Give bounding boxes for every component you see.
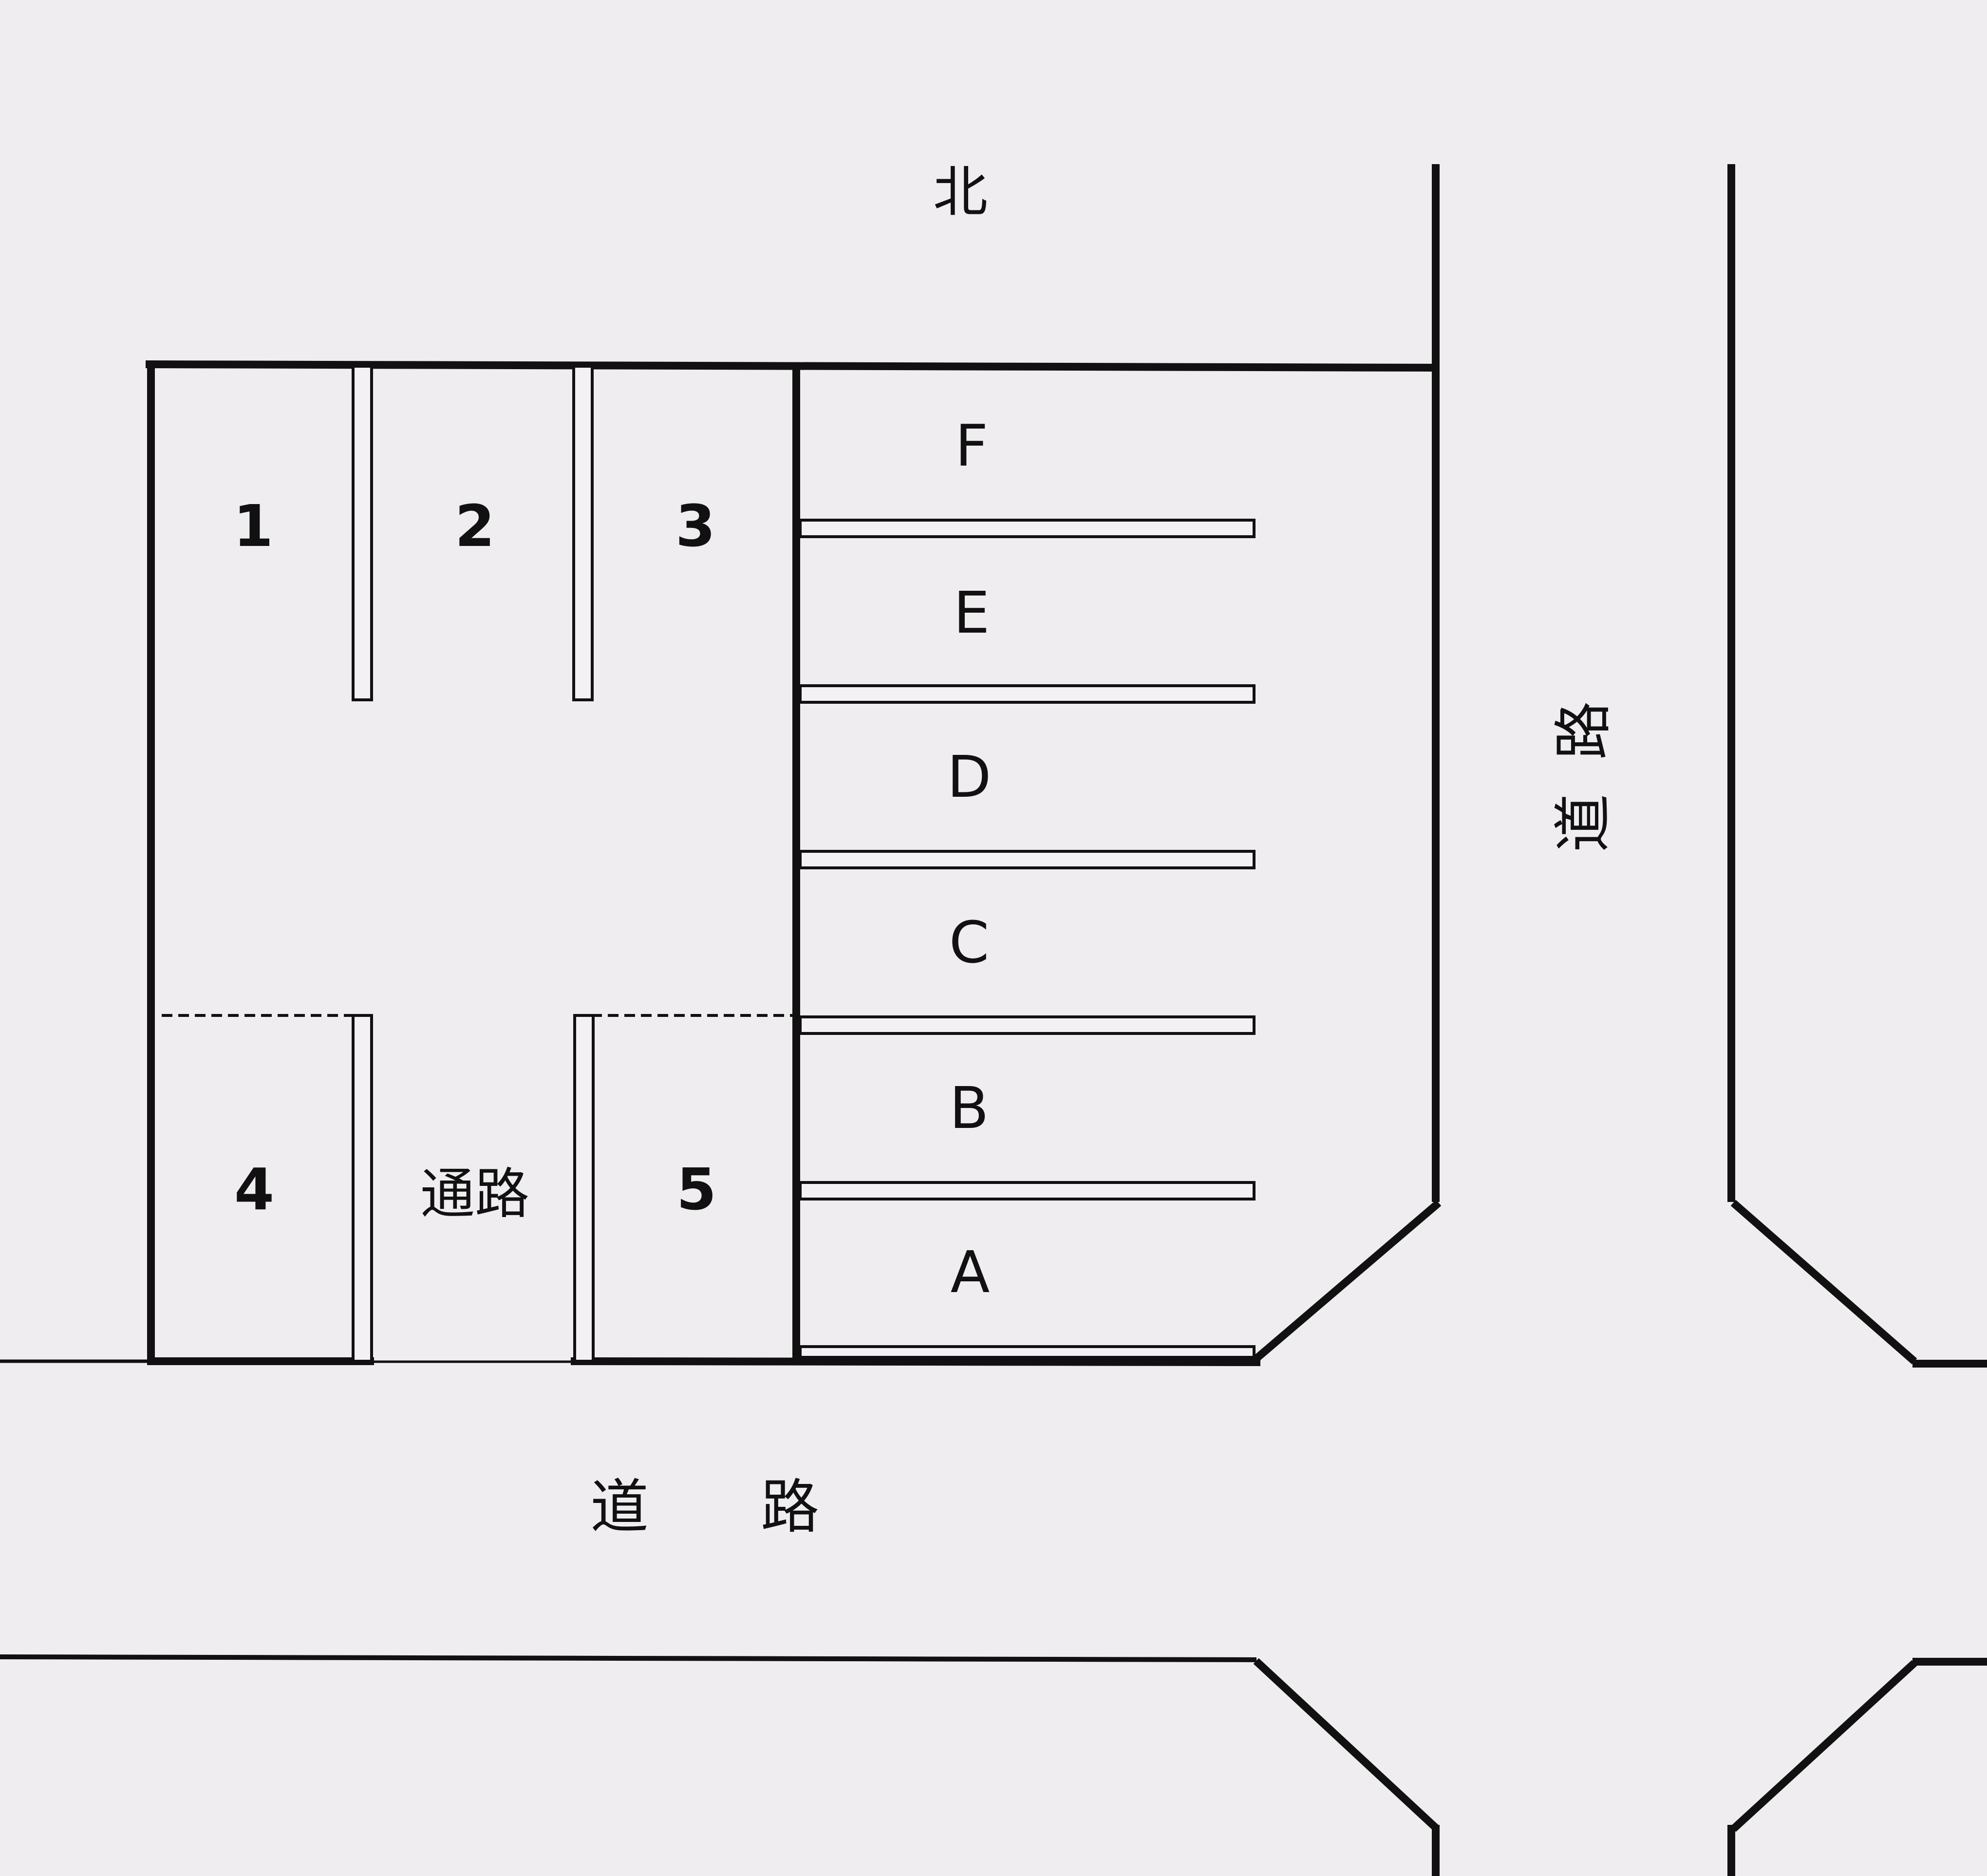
lot5-parking-south-wall bbox=[570, 1357, 1261, 1367]
parking-divider-b-a bbox=[799, 1181, 1256, 1201]
site-walls bbox=[145, 164, 1442, 1367]
road-edges bbox=[0, 164, 1987, 1876]
parking-space-c-label: C bbox=[949, 909, 989, 976]
parking-divider-f-e bbox=[799, 519, 1256, 538]
parking-divider-d-c bbox=[799, 850, 1256, 869]
parking-divider-c-b bbox=[799, 1015, 1256, 1035]
south-road-label-char2: 路 bbox=[761, 1474, 819, 1541]
north-label: 北 bbox=[933, 161, 988, 224]
parking-space-e-label: E bbox=[954, 579, 990, 646]
lot-1-label: 1 bbox=[233, 492, 273, 560]
parking-divider-e-d bbox=[799, 684, 1256, 704]
lot-dividers bbox=[162, 365, 793, 1363]
passage-label: 通路 bbox=[420, 1163, 529, 1226]
parking-space-d-label: D bbox=[947, 743, 992, 810]
lot-5-label: 5 bbox=[676, 1156, 716, 1223]
southeast-corner-chamfer bbox=[1730, 1660, 1917, 1832]
lot-3-label: 3 bbox=[675, 492, 715, 560]
parking-divider-a-south bbox=[799, 1345, 1256, 1359]
east-road-label-char2: 路 bbox=[1550, 701, 1618, 760]
lot2-lot3-divider bbox=[572, 365, 594, 701]
parking-corner-chamfer bbox=[1253, 1200, 1442, 1362]
south-road-label-char1: 道 bbox=[590, 1474, 649, 1541]
parking-space-b-label: B bbox=[950, 1074, 989, 1142]
lot-4-label: 4 bbox=[234, 1156, 274, 1223]
lot-2-label: 2 bbox=[455, 492, 495, 560]
passage-lot5-divider bbox=[573, 1014, 595, 1363]
parking-space-f-label: F bbox=[955, 412, 988, 479]
east-road-label-char1: 道 bbox=[1550, 794, 1618, 852]
south-road-south-edge bbox=[0, 1654, 1257, 1663]
northeast-corner-chamfer bbox=[1730, 1200, 1917, 1365]
southwest-corner-chamfer bbox=[1253, 1658, 1440, 1832]
lot1-lot2-divider bbox=[352, 365, 373, 701]
parking-space-a-label: A bbox=[951, 1238, 990, 1306]
parking-dividers bbox=[799, 519, 1256, 1359]
lot4-passage-divider bbox=[352, 1014, 373, 1363]
